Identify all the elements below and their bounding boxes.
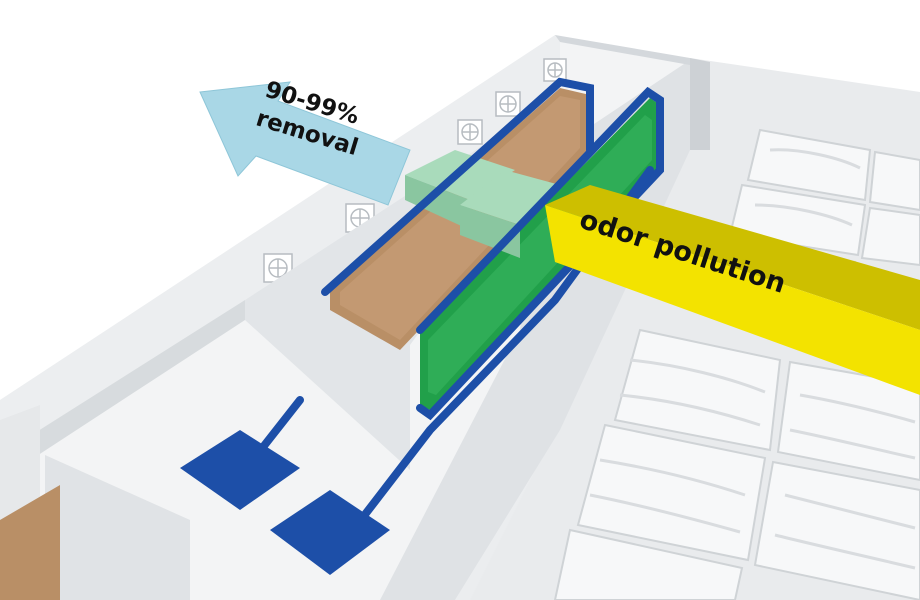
fan-icon — [543, 58, 567, 82]
pit — [270, 490, 390, 575]
livestock-hall — [470, 58, 920, 600]
exhaust-fans — [263, 58, 567, 283]
outflow-arrow: 90-99% removal — [199, 77, 411, 206]
pen — [553, 528, 744, 600]
exhaust-wall — [0, 35, 690, 480]
side-rooms — [0, 405, 190, 600]
pit — [180, 430, 300, 510]
odor-beam-face — [545, 205, 920, 395]
scrubber-box — [460, 170, 560, 225]
brown-filter-pad — [0, 485, 60, 600]
pen — [868, 150, 920, 212]
pen — [746, 128, 872, 202]
arrow-icon — [199, 81, 411, 206]
drainage-pits — [180, 430, 390, 575]
fan-icon — [495, 91, 521, 117]
odor-beam-top — [545, 185, 920, 330]
fan-icon — [457, 119, 483, 145]
pipe — [321, 77, 594, 296]
pen — [860, 206, 920, 267]
pen-railings — [589, 148, 916, 570]
pipe — [416, 86, 664, 421]
